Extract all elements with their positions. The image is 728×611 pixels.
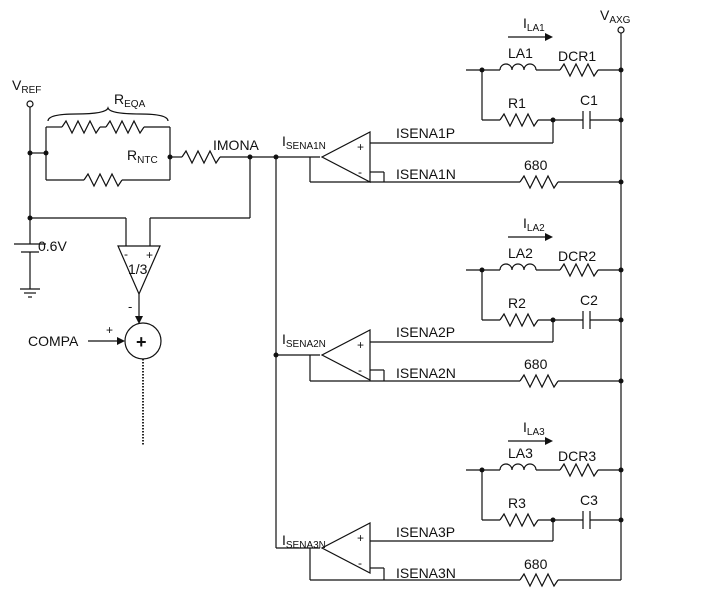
phase-2-isenp-label: ISENA2P	[396, 324, 455, 340]
phase-1-la-label: LA1	[508, 45, 533, 61]
svg-text:-: -	[358, 363, 362, 377]
gain-amplifier: - + 1/3	[117, 245, 161, 296]
svg-text:-: -	[358, 165, 362, 179]
svg-text:+: +	[357, 531, 364, 545]
svg-text:+: +	[357, 140, 364, 154]
vaxg-terminal	[617, 26, 625, 34]
gain-minus: -	[124, 247, 128, 261]
phase-3-dcr-label: DCR3	[558, 448, 596, 464]
vaxg-label: VAXG	[600, 7, 631, 26]
battery-label: 0.6V	[38, 238, 67, 254]
vref-label: VREF	[12, 77, 41, 96]
phase-3-sense-amp	[320, 522, 371, 574]
phase-1-isenp-label: ISENA1P	[396, 125, 455, 141]
phase-2-res-label: 680	[524, 356, 548, 372]
svg-text:-: -	[358, 556, 362, 570]
phase-2-dcr-label: DCR2	[558, 248, 596, 264]
phase-3-r-label: R3	[508, 495, 526, 511]
phase-2-isenn-label: ISENA2N	[396, 365, 456, 381]
reqa-label: REQA	[114, 91, 146, 110]
phase-1-sense-amp	[320, 131, 371, 183]
phase-1-c-label: C1	[580, 92, 598, 108]
phase-1-dcr-label: DCR1	[558, 48, 596, 64]
phase-3: ILA3 LA3 DCR3 R3 C3 + - ISENA3N ISENA3P	[282, 419, 624, 588]
phase-3-isenn-label: ISENA3N	[396, 565, 456, 581]
phase-1-isenn-label: ISENA1N	[396, 166, 456, 182]
phase-3-current-label: ILA3	[523, 419, 545, 438]
phase-2: ILA2 LA2 DCR2 R2 C2 + - ISENA2N ISENA2P	[282, 215, 624, 389]
phase-1-r-label: R1	[508, 95, 526, 111]
compa-plus: +	[106, 323, 113, 337]
vref-section: VREF 0.6V REQA	[12, 77, 276, 446]
phase-1-res-label: 680	[524, 157, 548, 173]
phase-2-c-label: C2	[580, 292, 598, 308]
phase-2-la-label: LA2	[508, 245, 533, 261]
phase-3-la-label: LA3	[508, 445, 533, 461]
rntc-label: RNTC	[127, 147, 158, 166]
gain-label: 1/3	[128, 261, 148, 277]
svg-text:+: +	[357, 338, 364, 352]
phase-1-current-label: ILA1	[523, 15, 545, 34]
phase-1: ILA1 LA1 DCR1 R1 C1 + - ISENA1N ISENA1P	[282, 15, 624, 190]
sum-symbol: +	[136, 332, 147, 352]
phase-2-isen-label: ISENA2N	[282, 331, 326, 350]
phase-3-res-label: 680	[524, 556, 548, 572]
compa-label: COMPA	[28, 333, 79, 349]
reqa-network: REQA RNTC	[45, 91, 250, 188]
phase-2-r-label: R2	[508, 295, 526, 311]
phase-3-c-label: C3	[580, 492, 598, 508]
phase-2-sense-amp	[320, 329, 371, 381]
phase-3-isen-label: ISENA3N	[282, 532, 326, 551]
phase-1-isen-label: ISENA1N	[282, 133, 326, 152]
summing-junction: +	[124, 322, 162, 360]
phase-2-current-label: ILA2	[523, 215, 545, 234]
phase-3-isenp-label: ISENA3P	[396, 524, 455, 540]
imona-label: IMONA	[213, 137, 260, 153]
gain-plus: +	[146, 248, 153, 262]
battery-0p6v: 0.6V	[14, 238, 67, 289]
vref-terminal	[26, 100, 34, 108]
ground-symbol	[20, 288, 40, 298]
sum-minus: -	[128, 299, 132, 314]
